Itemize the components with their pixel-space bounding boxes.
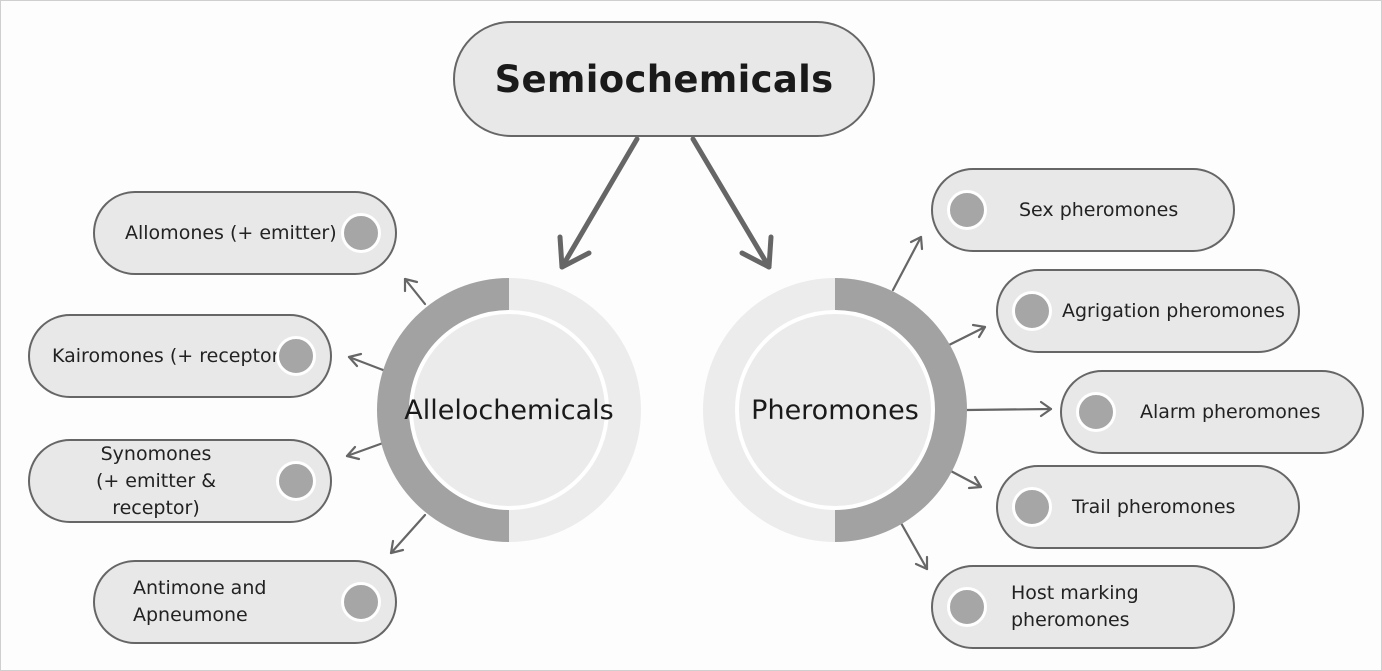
antimone-label-line-2: Apneumone [133,604,248,626]
arrow-to-trail-pheromones [945,467,983,490]
arrow-to-host-marking-pheromones [899,521,929,571]
synomones-label-line-1: Synomones [100,442,212,465]
pheromones-hub: Pheromones [703,278,967,542]
sex-pheromones-node: Sex pheromones [931,168,1235,252]
trail-pheromones-node: Trail pheromones [996,465,1300,549]
sex-pheromones-dot-icon [947,190,987,230]
kairomones-node: Kairomones (+ receptor) [28,314,332,398]
arrow-to-allomones [403,277,427,306]
kairomones-label: Kairomones (+ receptor) [52,344,287,367]
title-to-allelochemicals-arrow [557,136,640,270]
alarm-pheromones-dot-icon [1076,392,1116,432]
antimone-dot-icon [341,582,381,622]
synomones-node: Synomones (+ emitter & receptor) [28,439,332,523]
host-marking-pheromones-label: Host marking pheromones [1011,580,1139,634]
host-marking-pheromones-node: Host marking pheromones [931,565,1235,649]
synomones-dot-icon [276,461,316,501]
sex-pheromones-label: Sex pheromones [1019,198,1179,221]
alarm-pheromones-label: Alarm pheromones [1140,400,1321,423]
title-node: Semiochemicals [453,21,875,137]
title-to-pheromones-arrow [690,136,774,270]
host-marking-label-line-1: Host marking [1011,582,1139,604]
arrow-to-synomones [345,441,385,461]
pheromones-label: Pheromones [751,394,919,426]
arrow-to-agrigation-pheromones [945,323,987,348]
title-label: Semiochemicals [494,57,834,101]
allomones-label: Allomones (+ emitter) [125,221,337,244]
synomones-label-line-2: (+ emitter & receptor) [95,469,217,519]
arrow-to-sex-pheromones [891,235,924,292]
allelochemicals-hub-inner: Allelochemicals [404,310,614,510]
allomones-node: Allomones (+ emitter) [93,191,397,275]
arrow-to-kairomones [347,352,385,372]
allomones-dot-icon [341,213,381,253]
agrigation-pheromones-dot-icon [1012,291,1052,331]
host-marking-pheromones-dot-icon [947,587,987,627]
antimone-label-line-1: Antimone and [133,577,267,599]
pheromones-hub-inner: Pheromones [735,310,935,510]
trail-pheromones-dot-icon [1012,487,1052,527]
alarm-pheromones-node: Alarm pheromones [1060,370,1364,454]
host-marking-label-line-2: pheromones [1011,609,1130,631]
arrow-to-antimone [389,513,427,555]
agrigation-pheromones-node: Agrigation pheromones [996,269,1300,353]
allelochemicals-label: Allelochemicals [404,394,614,426]
trail-pheromones-label: Trail pheromones [1072,495,1236,518]
agrigation-pheromones-label: Agrigation pheromones [1062,299,1285,322]
arrow-to-alarm-pheromones [965,400,1053,418]
antimone-node: Antimone and Apneumone [93,560,397,644]
allelochemicals-hub: Allelochemicals [377,278,641,542]
antimone-label: Antimone and Apneumone [133,575,266,629]
kairomones-dot-icon [276,336,316,376]
synomones-label: Synomones (+ emitter & receptor) [54,441,258,522]
